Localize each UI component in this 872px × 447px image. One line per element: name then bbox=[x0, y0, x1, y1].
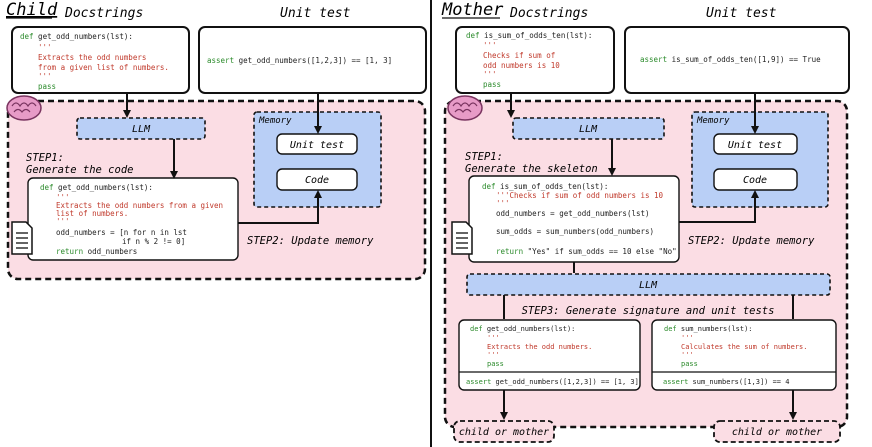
brain-icon bbox=[447, 95, 483, 121]
child-doc-line-4: ''' bbox=[38, 72, 52, 81]
mother-doc-line-0: def is_sum_of_odds_ten(lst): bbox=[466, 31, 592, 40]
mother-step1-desc: Generate the skeleton bbox=[465, 163, 598, 175]
child-code-line-1: ''' bbox=[56, 193, 70, 202]
child-step1-desc: Generate the code bbox=[26, 164, 133, 176]
mother-sub-right-line-2: Calculates the sum of numbers. bbox=[681, 343, 807, 351]
child-memory-code-label: Code bbox=[305, 175, 329, 186]
mother-code-line-3: odd_numbers = get_odd_numbers(lst) bbox=[496, 209, 650, 218]
mother-panel: Mother Docstrings Unit test def is_sum_o… bbox=[441, 0, 850, 443]
mother-memory-unit-test bbox=[713, 133, 798, 155]
mother-sub-left-line-4: pass bbox=[487, 360, 504, 368]
child-code-line-4: ''' bbox=[56, 217, 70, 226]
child-unit-test-box bbox=[198, 26, 427, 94]
mother-arrow-code-to-memory bbox=[679, 190, 759, 223]
child-step2-label: STEP2: Update memory bbox=[247, 235, 374, 247]
child-code-line-3: list of numbers. bbox=[56, 209, 128, 218]
mother-unit-test-label: Unit test bbox=[706, 6, 777, 21]
child-doc-line-3: from a given list of numbers. bbox=[38, 63, 169, 72]
mother-sub-left-line-2: Extracts the odd numbers. bbox=[487, 343, 592, 351]
child-memory-unit-test-label: Unit test bbox=[290, 140, 344, 151]
mother-output-left bbox=[453, 420, 555, 443]
child-title: Child bbox=[6, 0, 58, 20]
mother-llm-box bbox=[512, 117, 665, 140]
child-unit-test-label: Unit test bbox=[280, 6, 351, 21]
mother-doc-line-5: pass bbox=[483, 80, 501, 89]
mother-step3-label: STEP3: Generate signature and unit tests bbox=[522, 305, 775, 317]
child-doc-line-5: pass bbox=[38, 82, 56, 91]
mother-memory-box bbox=[691, 111, 829, 208]
mother-title: Mother bbox=[441, 0, 504, 20]
mother-doc-line-1: ''' bbox=[483, 41, 497, 50]
child-doc-line-1: ''' bbox=[38, 43, 52, 52]
mother-code-line-2: ''' bbox=[496, 199, 510, 208]
mother-docstrings-label: Docstrings bbox=[509, 6, 588, 21]
child-code-line-7: return odd_numbers bbox=[56, 247, 137, 256]
child-doc-line-0: def get_odd_numbers(lst): bbox=[20, 32, 133, 41]
mother-step1-title: STEP1: bbox=[465, 151, 503, 163]
mother-memory-unit-test-label: Unit test bbox=[728, 140, 782, 151]
child-memory-label: Memory bbox=[258, 116, 292, 126]
mother-sub-right-line-3: ''' bbox=[681, 351, 694, 359]
child-memory-unit-test bbox=[276, 133, 358, 155]
mother-output-right bbox=[713, 420, 841, 443]
mother-sub-left-line-0: def get_odd_numbers(lst): bbox=[470, 325, 575, 333]
mother-code-line-0: def is_sum_of_odds_ten(lst): bbox=[482, 182, 608, 191]
mother-code-line-5: return "Yes" if sum_odds == 10 else "No" bbox=[496, 247, 677, 256]
mother-llm2-label: LLM bbox=[639, 280, 658, 291]
child-step1-title: STEP1: bbox=[26, 152, 64, 164]
mother-sub-right-line-4: pass bbox=[681, 360, 698, 368]
mother-memory-label: Memory bbox=[696, 116, 730, 126]
child-code-box bbox=[27, 177, 239, 261]
mother-sub-left-test: assert get_odd_numbers([1,2,3]) == [1, 3… bbox=[466, 378, 639, 386]
child-doc-line-2: Extracts the odd numbers bbox=[38, 53, 146, 62]
mother-output-left-label: child or mother bbox=[459, 427, 549, 438]
mother-sub-right-test: assert sum_numbers([1,3]) == 4 bbox=[663, 378, 789, 386]
child-panel: Child Docstrings Unit test def get_odd_n… bbox=[6, 0, 427, 281]
mother-sub-right-line-0: def sum_numbers(lst): bbox=[664, 325, 753, 333]
mother-unit-test-box bbox=[624, 26, 850, 94]
mother-llm-label: LLM bbox=[579, 124, 598, 135]
mother-doc-line-2: Checks if sum of bbox=[483, 51, 555, 60]
mother-code-line-4: sum_odds = sum_numbers(odd_numbers) bbox=[496, 227, 654, 236]
child-doc-def: get_odd_numbers(lst): bbox=[34, 32, 133, 41]
child-llm-label: LLM bbox=[132, 124, 151, 135]
child-code-line-0: def get_odd_numbers(lst): bbox=[40, 183, 153, 192]
mother-doc-line-3: odd numbers is 10 bbox=[483, 61, 560, 70]
document-icon bbox=[451, 221, 473, 255]
mother-llm2-box bbox=[466, 273, 831, 296]
mother-sub-left-line-3: ''' bbox=[487, 351, 500, 359]
child-unit-test-text: assert get_odd_numbers([1,2,3]) == [1, 3… bbox=[207, 56, 392, 65]
mother-sub-right-line-1: ''' bbox=[681, 334, 694, 342]
mother-sub-left-line-1: ''' bbox=[487, 334, 500, 342]
child-code-line-2: Extracts the odd numbers from a given bbox=[56, 201, 223, 210]
mother-docstring-box bbox=[455, 26, 615, 94]
child-docstring-box bbox=[11, 26, 190, 94]
brain-icon bbox=[6, 95, 42, 121]
mother-unit-test-text: assert is_sum_of_odds_ten([1,9]) == True bbox=[640, 55, 821, 64]
child-docstrings-label: Docstrings bbox=[64, 6, 143, 21]
document-icon bbox=[11, 221, 33, 255]
mother-doc-line-4: ''' bbox=[483, 70, 497, 79]
mother-step2-label: STEP2: Update memory bbox=[688, 235, 815, 247]
mother-memory-code-label: Code bbox=[743, 175, 767, 186]
mother-output-right-label: child or mother bbox=[732, 427, 822, 438]
child-arrow-code-to-memory bbox=[238, 190, 322, 224]
child-code-line-6: if n % 2 != 0] bbox=[122, 237, 185, 246]
mother-code-line-1: '''Checks if sum of odd numbers is 10 bbox=[496, 191, 664, 200]
child-code-line-5: odd_numbers = [n for n in lst bbox=[56, 228, 187, 237]
child-llm-box bbox=[76, 117, 206, 140]
